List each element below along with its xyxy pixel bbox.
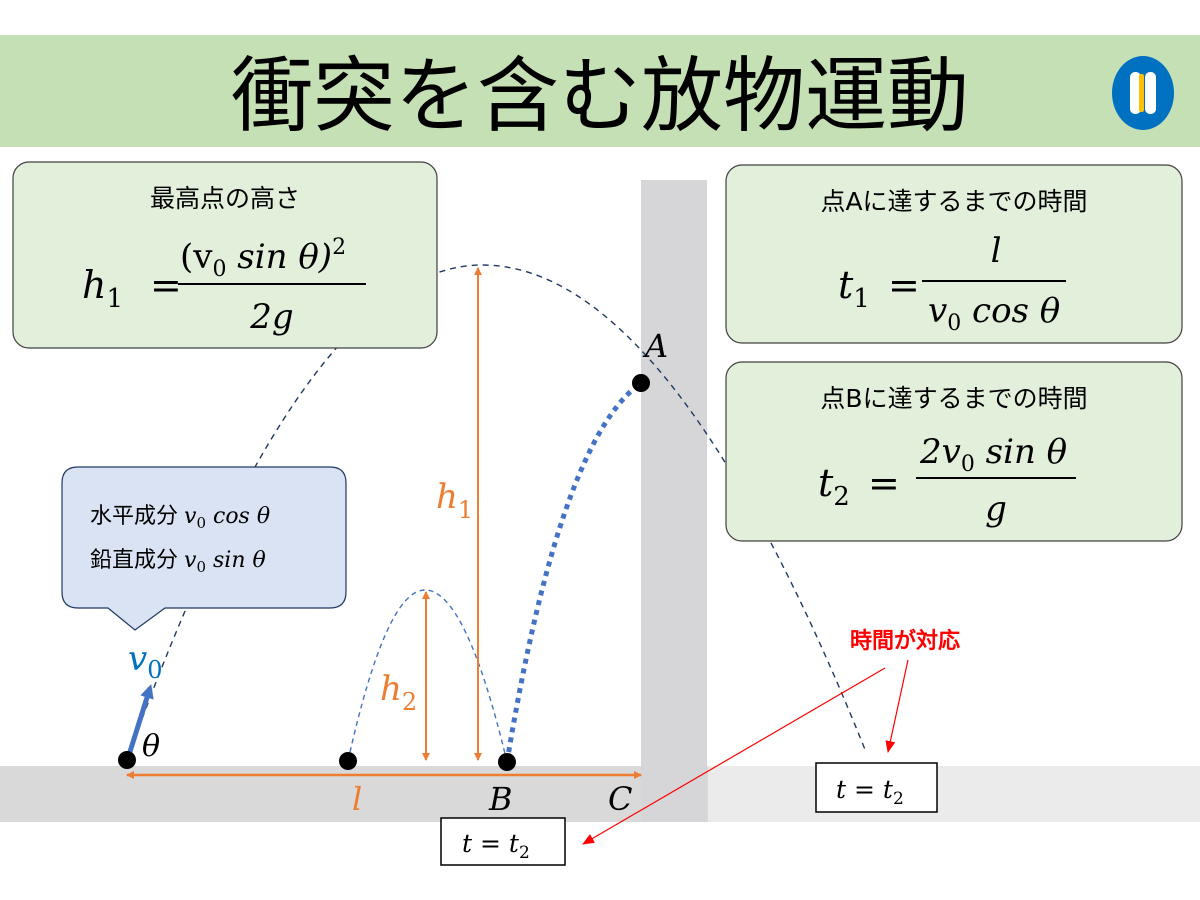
t2-numerator: ​2v0 sin θ (919, 432, 1067, 477)
h1-numerator: (v0 sin θ)2 (180, 235, 346, 282)
time-correspondence-note: 時間が対応 (850, 628, 960, 654)
red-arrow-b (582, 667, 886, 845)
ground-beyond-wall (708, 766, 1200, 822)
label-a: A (642, 327, 668, 365)
svg-text:t = t2: t = t2 (836, 775, 904, 809)
reflected-trajectory (504, 380, 643, 763)
page-title: 衝突を含む放物運動 (231, 49, 969, 144)
point-a (632, 374, 650, 392)
time-to-b-box: 点Bに達するまでの時間 t2 = ​2v0 sin θ g (725, 361, 1183, 542)
logo-icon (1112, 56, 1174, 130)
t1-lhs: t1 (838, 263, 870, 314)
label-h1: h1 (436, 477, 473, 524)
v0-arrow (125, 684, 154, 759)
label-c: C (608, 780, 632, 818)
label-b: B (488, 780, 513, 818)
t2-denominator: g (985, 489, 1007, 529)
time-to-b-heading: 点Bに達するまでの時間 (820, 384, 1087, 413)
max-height-box: 最高点の高さ h1 = (v0 sin θ)2 2g (12, 161, 438, 349)
svg-text:t = t2: t = t2 (462, 829, 530, 863)
max-height-heading: 最高点の高さ (150, 184, 300, 213)
wall (641, 180, 707, 822)
point-b (498, 753, 516, 771)
h1-denominator: 2g (249, 297, 293, 337)
h1-eq: = (150, 263, 182, 307)
label-theta: θ (142, 729, 160, 764)
h1-lhs: h1 (82, 263, 123, 314)
label-h2: h2 (380, 669, 417, 716)
time-to-a-heading: 点Aに達するまでの時間 (820, 187, 1087, 216)
time-box-wall: t = t2 (815, 762, 938, 813)
rebound-trajectory (347, 589, 508, 763)
t2-eq: = (868, 461, 900, 505)
time-to-a-box: 点Aに達するまでの時間 t1 = l v0 cos θ (725, 164, 1183, 344)
landing-point (339, 752, 357, 770)
t1-eq: = (888, 263, 920, 307)
t1-denominator: v0 cos θ (928, 291, 1060, 336)
red-arrow-wall (885, 659, 909, 753)
t2-lhs: t2 (818, 461, 850, 512)
title-band (0, 35, 1200, 147)
t1-numerator: l (991, 231, 1002, 271)
label-l: l (352, 780, 362, 818)
label-v0: v0 (128, 639, 163, 684)
launch-point (118, 751, 136, 769)
time-box-b: t = t2 (440, 817, 566, 866)
